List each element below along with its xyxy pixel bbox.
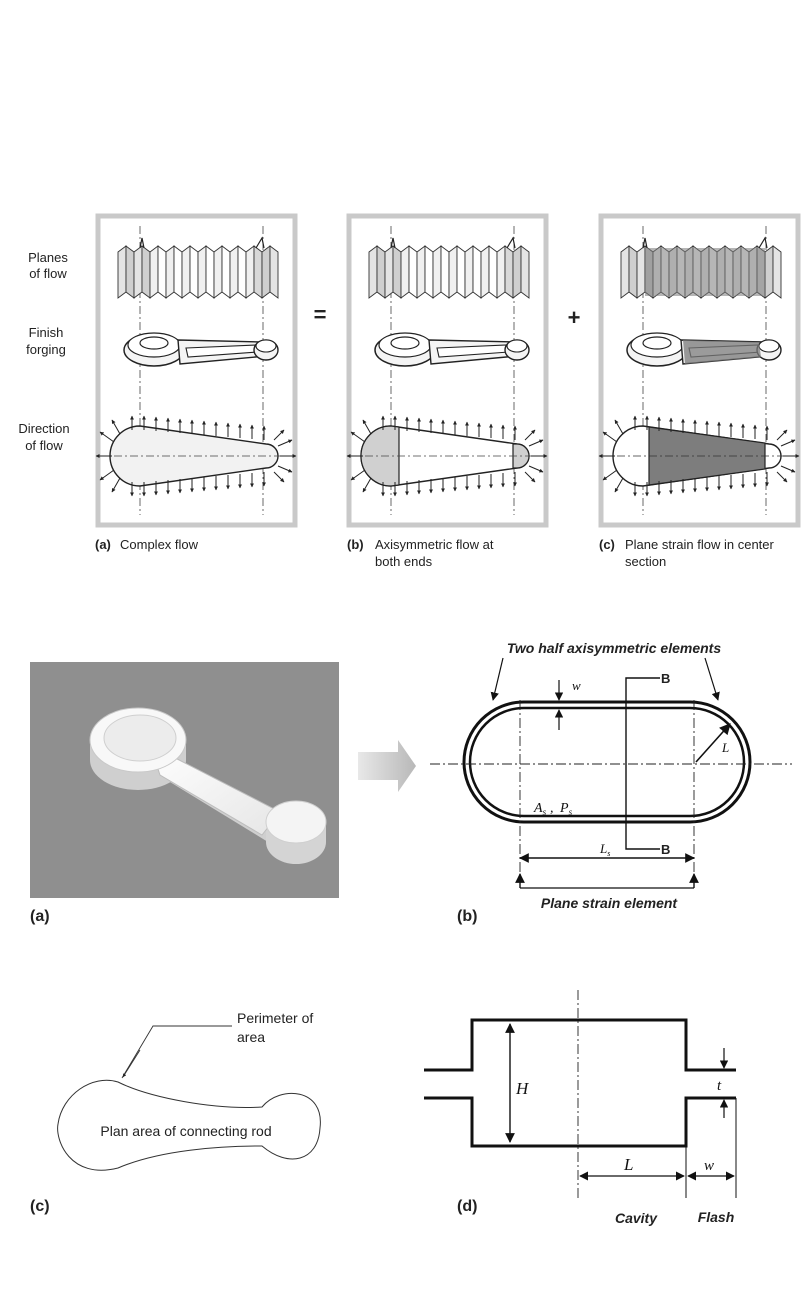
caption-b: (b) Axisymmetric flow at both ends — [347, 537, 494, 569]
axisymmetric-title: Two half axisymmetric elements — [507, 640, 721, 656]
panel-b-label: (b) — [457, 908, 477, 925]
direction-of-flow-graphic — [599, 416, 799, 496]
row-label-planes: Planes of flow — [28, 250, 68, 281]
panel-complex-flow — [96, 216, 296, 525]
panel-axisymmetric-flow — [347, 216, 547, 525]
perimeter-label-l2: area — [237, 1029, 265, 1045]
caption-b-text-l1: Axisymmetric flow at — [375, 537, 494, 552]
area-perimeter-label: As , Ps — [533, 801, 573, 817]
caption-a-tag: (a) — [95, 537, 111, 552]
row-label-direction-l1: Direction — [18, 421, 69, 436]
finish-forging-graphic — [627, 333, 781, 366]
middle-figure: (a) B B w L As , Ps — [30, 640, 792, 925]
cavity-label: Cavity — [615, 1210, 658, 1226]
panel-a-label: (a) — [30, 908, 50, 925]
area-label: As — [533, 801, 547, 817]
upper-die-profile — [424, 1020, 736, 1070]
connecting-rod-render — [30, 662, 339, 898]
row-label-forging-l2: forging — [26, 342, 66, 357]
equals-sign: = — [314, 302, 327, 327]
cavity-cross-section: H t L w Cavity Flash — [424, 990, 736, 1226]
axisymmetric-pointer-right — [705, 658, 718, 700]
label-separator: , — [550, 801, 554, 816]
caption-c-text-l2: section — [625, 554, 666, 569]
row-label-forging-l1: Finish — [29, 325, 64, 340]
caption-a: (a) Complex flow — [95, 537, 199, 552]
caption-b-tag: (b) — [347, 537, 364, 552]
row-label-forging: Finish forging — [26, 325, 66, 357]
plane-strain-title: Plane strain element — [541, 895, 679, 911]
perimeter-label: Ps — [559, 801, 573, 817]
axisymmetric-pointer-left — [493, 658, 503, 700]
perimeter-label-l1: Perimeter of — [237, 1010, 313, 1026]
bottom-figure: Plan area of connecting rod Perimeter of… — [30, 990, 736, 1226]
plus-sign: + — [568, 305, 581, 330]
planes-of-flow-graphic — [369, 238, 529, 298]
finish-forging-graphic — [124, 333, 278, 366]
panel-plane-strain-flow — [599, 216, 799, 525]
caption-b-text-l2: both ends — [375, 554, 433, 569]
plan-area-label: Plan area of connecting rod — [100, 1123, 271, 1139]
planes-of-flow-graphic — [621, 238, 781, 298]
caption-c-text-l1: Plane strain flow in center — [625, 537, 775, 552]
element-decomposition-schematic: B B w L As , Ps Ls Plane strain element — [430, 640, 792, 911]
perimeter-leader-arrow — [123, 1050, 140, 1077]
direction-of-flow-graphic — [347, 416, 547, 496]
caption-c: (c) Plane strain flow in center section — [599, 537, 775, 569]
row-label-direction-l2: of flow — [25, 438, 63, 453]
ls-label: Ls — [599, 841, 610, 858]
finish-forging-graphic — [375, 333, 529, 366]
row-label-planes-l2: of flow — [29, 266, 67, 281]
l-label: L — [623, 1155, 633, 1174]
t-label: t — [717, 1078, 722, 1094]
radius-label: L — [721, 740, 729, 755]
w-label: w — [704, 1158, 714, 1174]
caption-a-text: Complex flow — [120, 537, 199, 552]
lower-die-profile — [424, 1098, 736, 1146]
outer-outline — [464, 702, 750, 822]
section-label-bottom: B — [661, 842, 670, 857]
planes-of-flow-graphic — [118, 238, 278, 298]
inner-outline — [470, 708, 744, 816]
top-figure: Planes of flow Finish forging Direction … — [18, 216, 799, 569]
panel-d-label: (d) — [457, 1198, 477, 1215]
panel-c-label: (c) — [30, 1198, 50, 1215]
w-label: w — [572, 678, 581, 693]
direction-of-flow-graphic — [96, 416, 296, 496]
row-label-direction: Direction of flow — [18, 421, 69, 453]
section-label-top: B — [661, 671, 670, 686]
row-label-planes-l1: Planes — [28, 250, 68, 265]
caption-c-tag: (c) — [599, 537, 615, 552]
h-label: H — [515, 1079, 530, 1098]
plan-area-outline: Plan area of connecting rod Perimeter of… — [58, 1010, 321, 1170]
transform-arrow — [358, 740, 416, 792]
flash-label: Flash — [698, 1209, 735, 1225]
